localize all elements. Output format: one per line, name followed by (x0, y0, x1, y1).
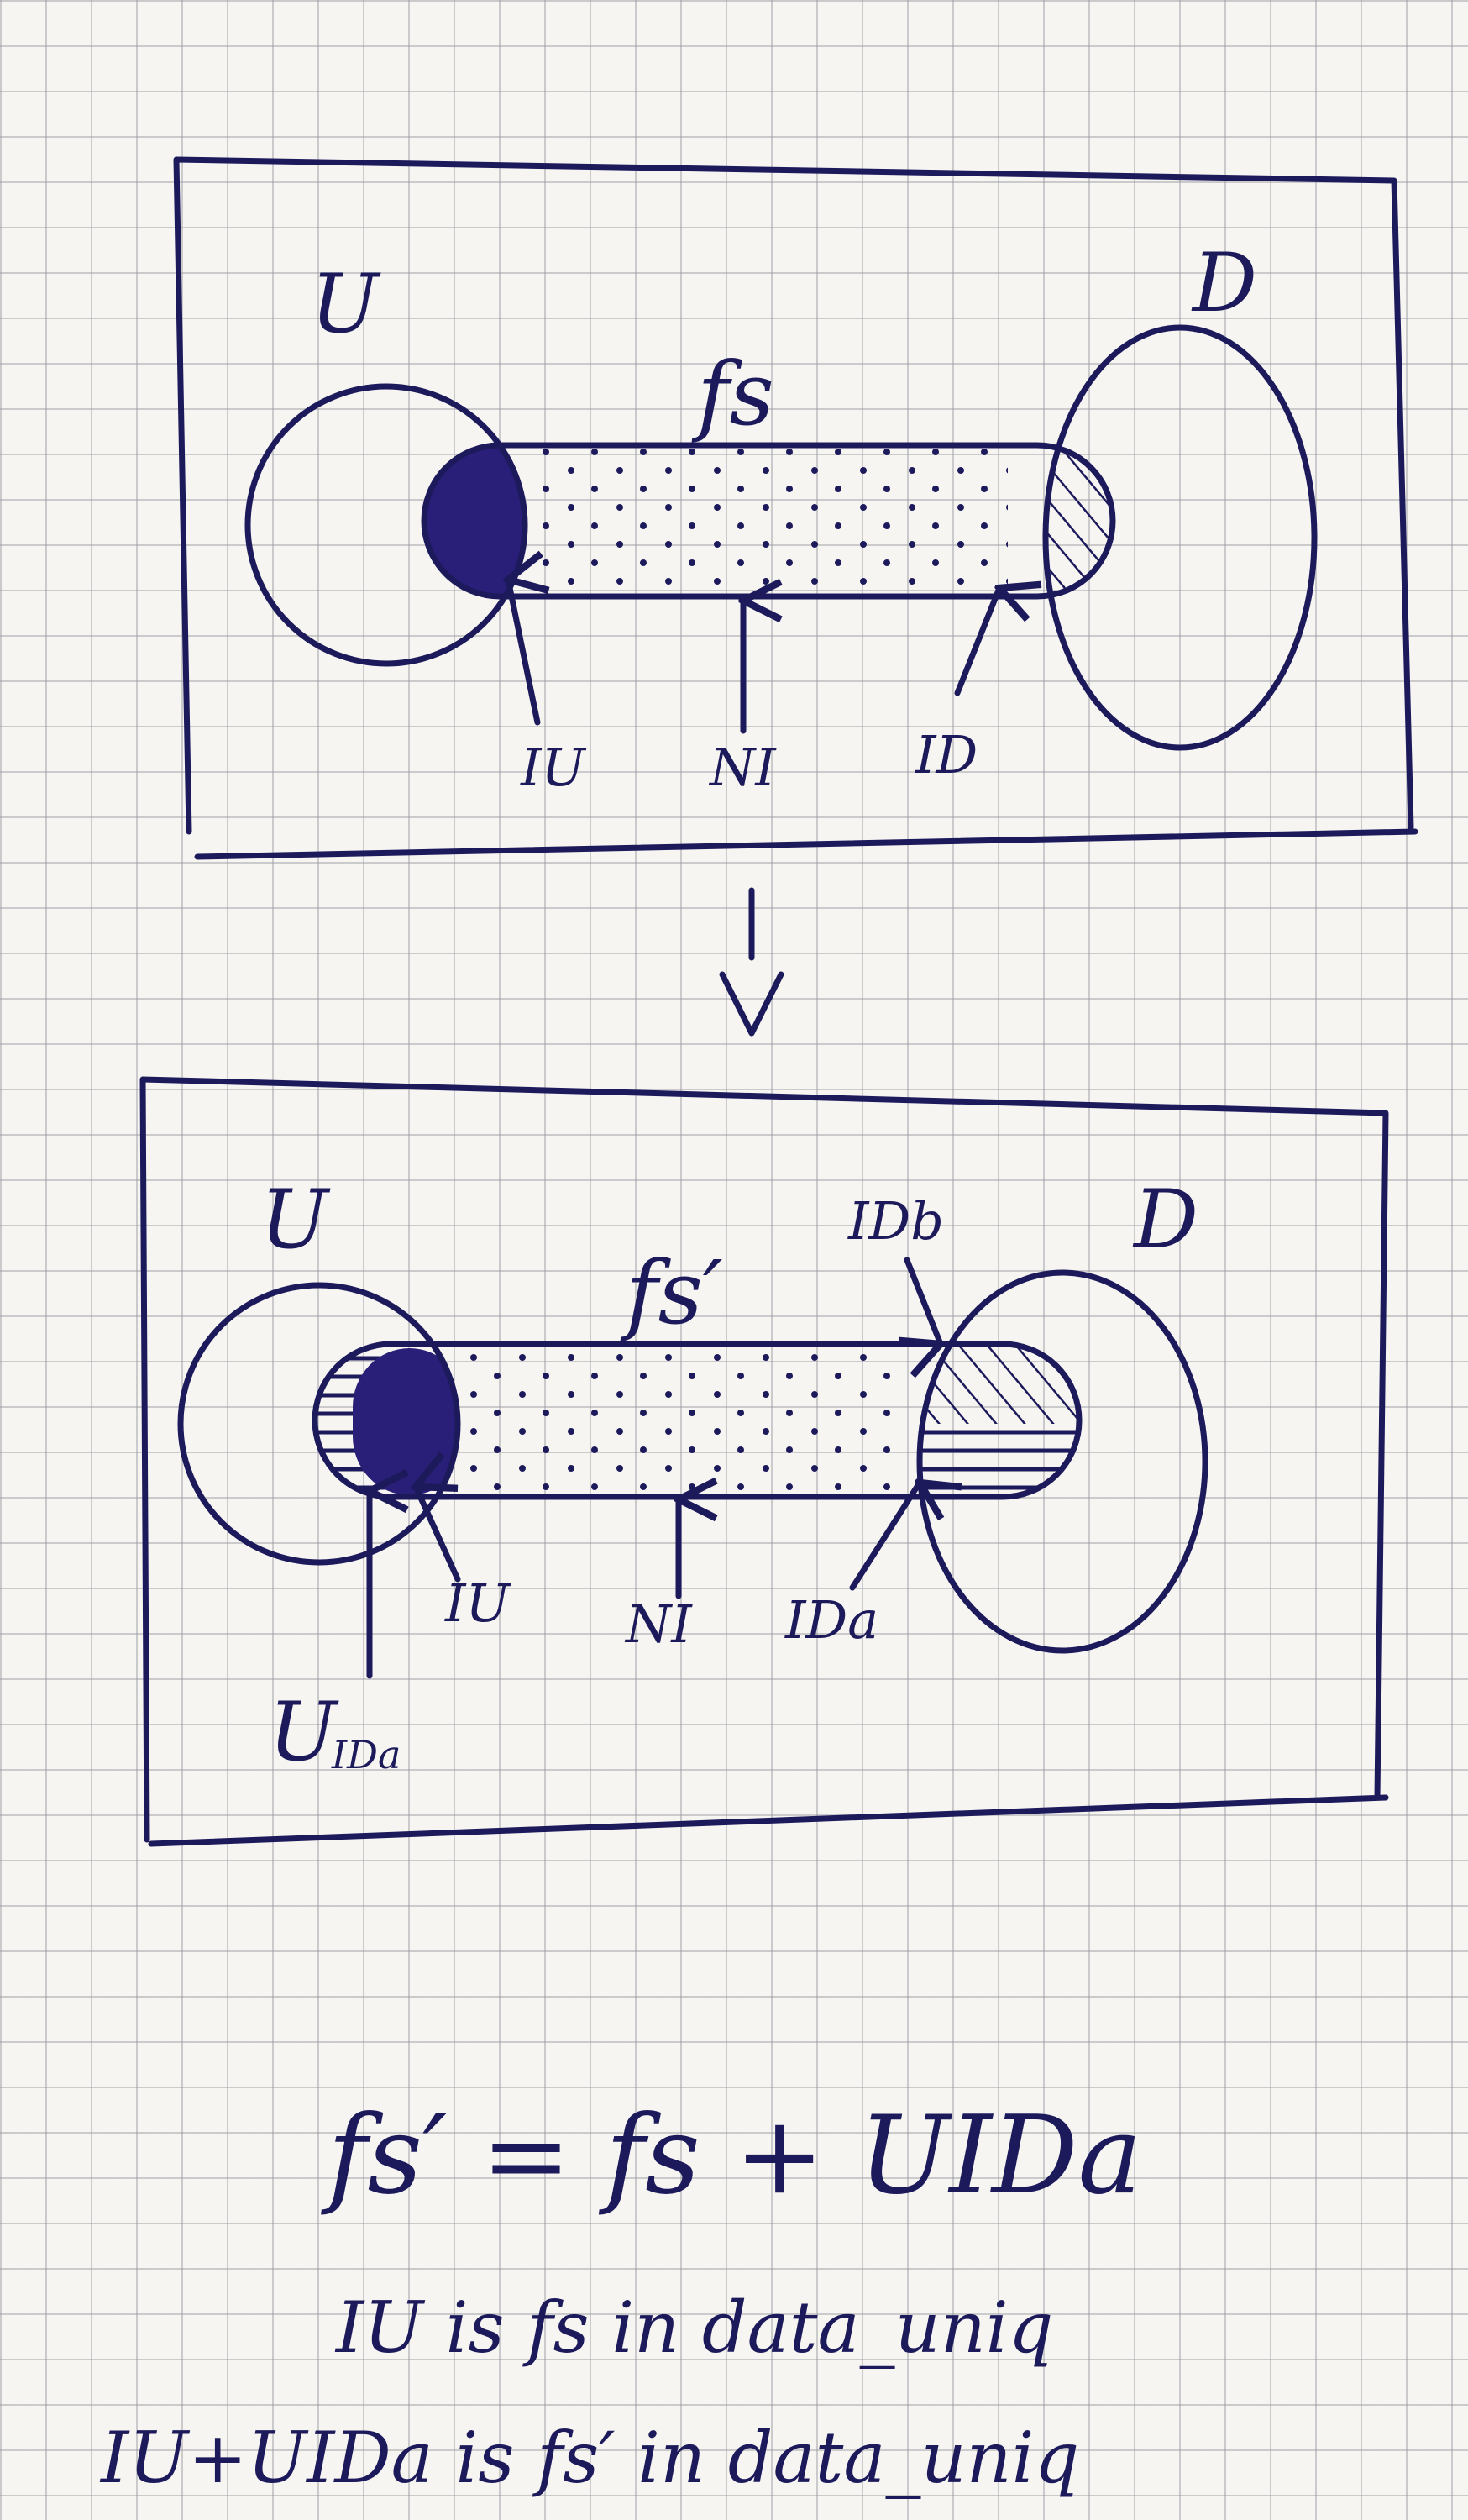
svg-text:IDa: IDa (331, 1732, 401, 1777)
ida-label: IDa (784, 1589, 878, 1651)
fs-prime-label: fs′ (620, 1242, 722, 1344)
svg-text:U: U (269, 1685, 339, 1779)
iu-arrow-2 (416, 1487, 461, 1583)
id-arrow (954, 588, 999, 696)
diagram-2-frame (139, 1076, 1389, 1847)
equation-line-2: IU is fs in data_uniq (334, 2286, 1053, 2369)
diagram-2: U D fs′ IDb IU NI IDa U (139, 1076, 1389, 1847)
iu-arrow (508, 580, 537, 726)
diagram-1-frame (173, 156, 1418, 860)
iu-label-2: IU (444, 1572, 511, 1634)
equation-line-3: IU+UIDa is fs′ in data_uniq (99, 2417, 1079, 2499)
idb-label: IDb (847, 1190, 944, 1252)
iu-label: IU (520, 737, 586, 798)
set-u-label-2: U (260, 1173, 331, 1267)
set-u-circle-2 (177, 1282, 461, 1566)
diagram-1: U D fs IU NI ID (173, 156, 1418, 860)
uida-label: U IDa (269, 1685, 401, 1779)
id-label: ID (915, 724, 978, 785)
ni-region (537, 449, 1008, 592)
transition-arrow (719, 887, 784, 1037)
set-u-label: U (311, 257, 381, 351)
idb-arrow (907, 1257, 941, 1344)
ni-label-2: NI (624, 1593, 693, 1655)
set-d-label: D (1191, 236, 1257, 330)
fs-label: fs (691, 343, 774, 445)
equation-line-1: fs′ = fs + UIDa (321, 2093, 1142, 2218)
ida-arrow (849, 1483, 920, 1591)
set-d-label-2: D (1132, 1173, 1198, 1267)
set-u-circle (244, 383, 528, 667)
set-d-ellipse (1042, 324, 1318, 751)
ni-region-2 (454, 1348, 907, 1493)
ni-label: NI (708, 737, 777, 798)
set-d-ellipse-2 (916, 1269, 1208, 1654)
